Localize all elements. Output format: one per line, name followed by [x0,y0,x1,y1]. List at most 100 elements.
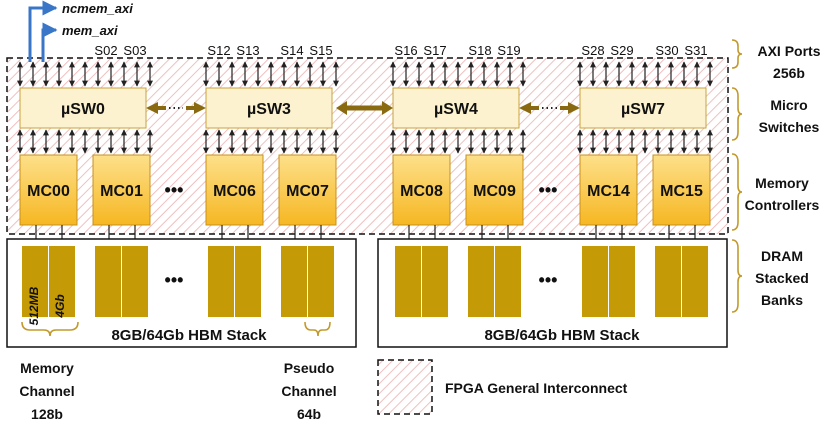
micro-switch-label-2: µSW4 [434,101,478,118]
switch-link-4-7-head-left [519,102,531,114]
memory-controller-label-mc09: MC09 [473,183,516,200]
memory-controllers-label-2: Controllers [745,197,820,213]
dram-bank [235,246,261,317]
port-label-s18: S18 [468,43,491,58]
dram-bank [395,246,421,317]
port-label-s31: S31 [684,43,707,58]
memory-channel-label-2: Channel [19,383,74,399]
switch-link-3-4-head-right [382,101,393,115]
switch-to-controller-arrows [17,129,713,154]
port-label-s19: S19 [497,43,520,58]
dram-bank [582,246,608,317]
memory-controller-box-mc15 [652,154,711,226]
ncmem-axi-interface: ncmem_axi [28,0,133,62]
port-label-s13: S13 [236,43,259,58]
memory-controllers: MC00 MC01 MC06 MC07 MC08 MC09 MC14 MC15 [19,154,711,226]
axi-ports-brace [731,39,743,69]
dram-banks [22,246,708,317]
micro-switches-label-2: Switches [759,119,820,135]
memory-controller-label-mc15: MC15 [660,183,703,200]
micro-switch-box-0 [19,87,147,129]
dram-bank [609,246,635,317]
memory-controller-label-mc14: MC14 [587,183,630,200]
memory-controller-box-mc08 [392,154,451,226]
micro-switch-label-3: µSW7 [621,101,665,118]
switch-link-0-3-head-right [194,102,206,114]
switch-link-3-4-head-left [336,101,347,115]
micro-switch-label-0: µSW0 [61,101,105,118]
dram-brace [731,239,743,313]
memory-controllers-label-1: Memory [755,175,809,191]
controller-ellipsis-1: ••• [539,180,558,200]
controller-ellipsis-0: ••• [165,180,184,200]
mem-axi-interface: mem_axi [41,22,118,62]
dram-bank [122,246,148,317]
port-label-s16: S16 [394,43,417,58]
dram-label-3: Banks [761,292,803,308]
port-label-s17: S17 [423,43,446,58]
dram-bank [49,246,75,317]
bottom-labels: Memory Channel 128b Pseudo Channel 64b F… [19,359,628,422]
dram-bank [422,246,448,317]
micro-switches: µSW0 µSW3 µSW4 µSW7 [19,87,707,129]
micro-switches-brace [731,87,743,141]
axi-port-labels: S02 S03 S12 S13 S14 S15 S16 S17 S18 S19 S28 S29 S30 S… [94,43,707,58]
right-labels: AXI Ports 256b Micro Switches Memory Con… [731,39,821,313]
micro-switch-box-2 [392,87,520,129]
pseudo-channel-label-2: Channel [281,383,336,399]
memory-controller-box-mc06 [205,154,264,226]
port-label-s14: S14 [280,43,303,58]
pseudo-channel-label-1: Pseudo [284,360,335,376]
micro-switches-label-1: Micro [770,97,807,113]
memory-channel-brace [21,321,79,337]
controller-ellipses: ••• ••• [165,180,558,200]
micro-switch-box-1 [205,87,333,129]
dram-bank [468,246,494,317]
port-label-s29: S29 [610,43,633,58]
micro-switch-label-1: µSW3 [247,101,291,118]
axi-ports-label: AXI Ports [757,43,820,59]
memory-controller-box-mc07 [278,154,337,226]
port-label-s03: S03 [123,43,146,58]
dram-bank [281,246,307,317]
dram-bank [655,246,681,317]
memory-controller-label-mc01: MC01 [100,183,143,200]
memory-controller-label-mc06: MC06 [213,183,256,200]
memory-controller-box-mc01 [92,154,151,226]
memory-controllers-brace [731,153,743,231]
memory-controller-label-mc08: MC08 [400,183,443,200]
port-label-s15: S15 [309,43,332,58]
memory-controller-label-mc00: MC00 [27,183,70,200]
memory-channel-label-1: Memory [20,360,74,376]
pseudo-channel-brace [304,321,331,337]
memory-controller-box-mc14 [579,154,638,226]
mem-axi-label: mem_axi [62,23,118,38]
bank-ellipsis-1: ••• [539,270,558,290]
hbm-stack-right-label: 8GB/64Gb HBM Stack [484,327,640,344]
dram-bank [495,246,521,317]
ncmem-axi-label: ncmem_axi [62,1,133,16]
dram-bank [95,246,121,317]
port-label-s02: S02 [94,43,117,58]
dram-bank [22,246,48,317]
bank-ellipsis-0: ••• [165,270,184,290]
bank-bits-label: 4Gb [53,294,67,318]
legend-swatch [377,359,433,415]
bank-size-label: 512MB [27,286,41,325]
axi-ports-width: 256b [773,65,805,81]
switch-links [146,101,580,115]
dram-bank [208,246,234,317]
bank-ellipses: ••• ••• [165,270,558,290]
switch-link-0-3-head-left [146,102,158,114]
dram-label-1: DRAM [761,248,803,264]
port-label-s28: S28 [581,43,604,58]
hbm-stack-left-label: 8GB/64Gb HBM Stack [111,327,267,344]
port-label-s30: S30 [655,43,678,58]
port-label-s12: S12 [207,43,230,58]
memory-controller-box-mc09 [465,154,524,226]
memory-controller-label-mc07: MC07 [286,183,329,200]
memory-controller-box-mc00 [19,154,78,226]
dram-label-2: Stacked [755,270,809,286]
dram-bank [308,246,334,317]
